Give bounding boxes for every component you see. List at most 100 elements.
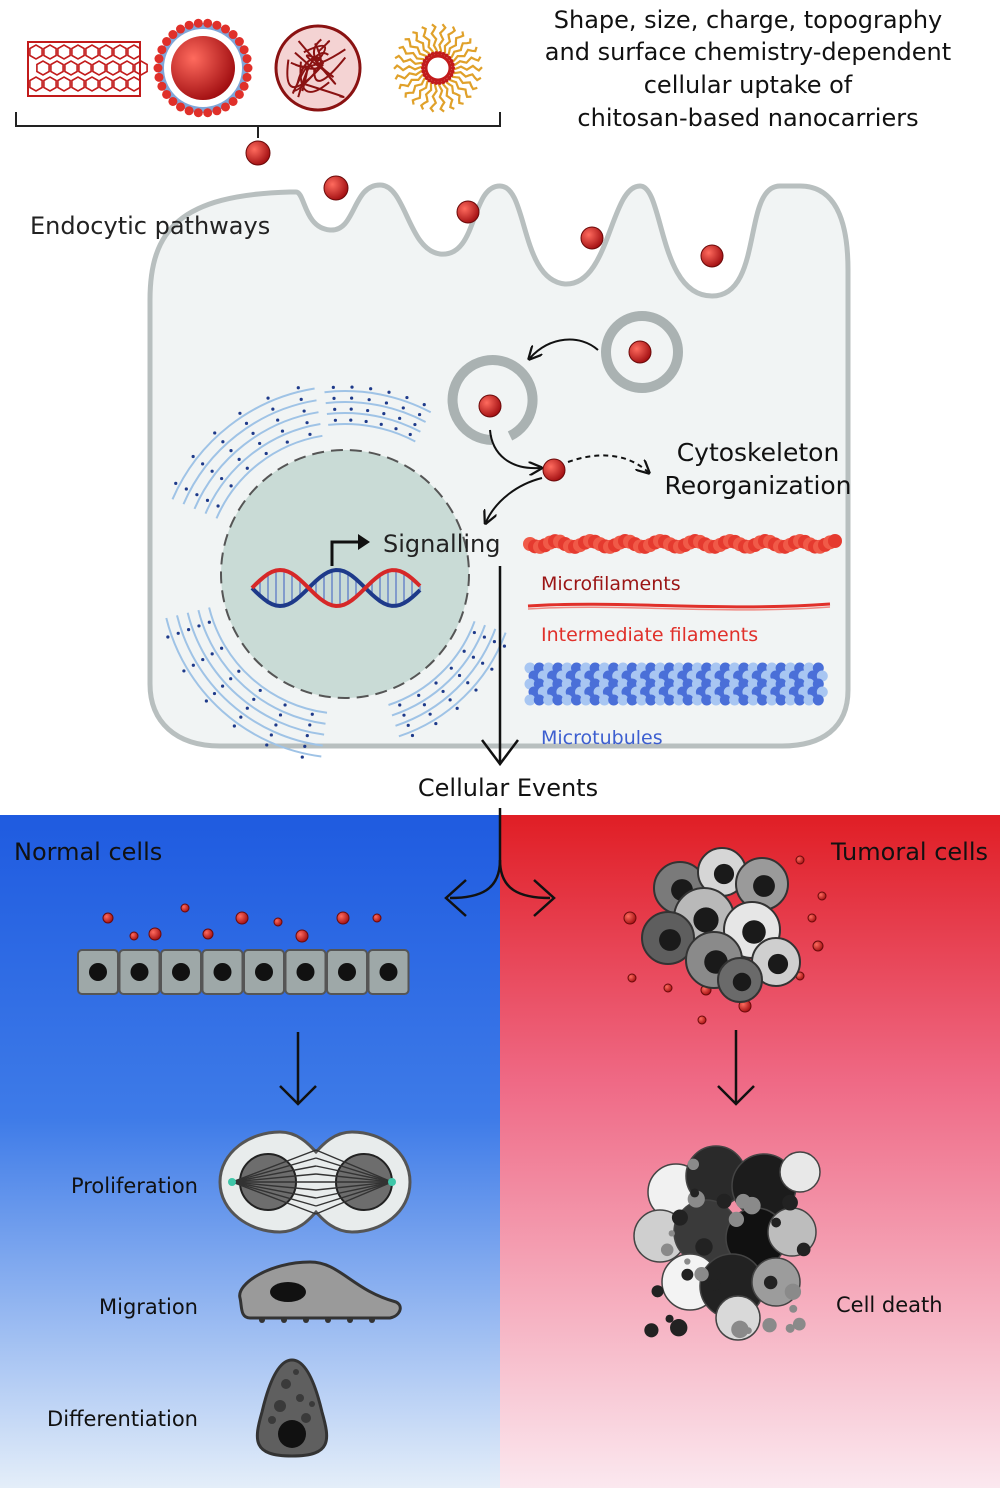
ribosome [283, 703, 287, 707]
nanoparticle [323, 175, 349, 201]
lipid-head [228, 96, 238, 106]
title-line-1: Shape, size, charge, topography [554, 6, 943, 34]
intermediate-filaments-label: Intermediate filaments [541, 624, 758, 646]
focal-adhesion [347, 1317, 353, 1323]
spindle-fiber [231, 1181, 317, 1207]
ribosome [349, 418, 353, 422]
focal-adhesion [303, 1317, 309, 1323]
nanotube-hexagon [71, 44, 85, 60]
micelle-head [437, 80, 442, 85]
lipid-head [234, 89, 244, 99]
ribosome [238, 411, 242, 415]
differentiation-label: Differentiation [47, 1407, 198, 1431]
ribosome [434, 681, 438, 685]
normal-cell-monolayer [77, 949, 410, 995]
granule [293, 1369, 299, 1375]
er-cisterna [398, 632, 507, 738]
epithelial-nucleus [338, 963, 356, 981]
ribosome [265, 743, 269, 747]
er-cisterna [186, 612, 325, 736]
ribosome [245, 466, 249, 470]
nanoparticle [478, 394, 502, 418]
ribosome [174, 481, 178, 485]
ribosome [184, 487, 188, 491]
normal-cells-label: Normal cells [14, 838, 162, 866]
intermediate-filament-strand-2 [527, 606, 831, 611]
micelle-head [444, 78, 449, 83]
nanotube-hexagon [113, 76, 127, 92]
arrowhead-cellular-events [481, 739, 519, 767]
er-cisterna [326, 411, 421, 433]
microfilaments-label: Microfilaments [541, 573, 681, 595]
nanoparticle [202, 928, 214, 940]
ribosome [441, 689, 445, 694]
nanotube-hexagon [127, 44, 141, 60]
surfactant-chain [398, 73, 426, 90]
tubulin-dimer [571, 694, 582, 706]
apoptotic-body [644, 1323, 659, 1338]
micelle-head [450, 69, 455, 74]
ribosome [387, 390, 391, 394]
apoptotic-body [731, 1320, 749, 1339]
nanoparticle [817, 891, 827, 901]
surfactant-chain [421, 26, 435, 55]
lipid-head [228, 30, 238, 40]
micelle-head [447, 75, 452, 80]
ribosome [422, 703, 427, 707]
tumor-nucleus [693, 907, 719, 933]
polymer-chain [286, 59, 324, 89]
apoptotic-body [782, 1194, 798, 1211]
ribosome [350, 396, 354, 400]
spindle-fiber [315, 1149, 393, 1183]
micelle-head [422, 72, 427, 77]
nanoparticle [807, 913, 817, 923]
micelle-head [434, 80, 439, 85]
lipid-head [176, 102, 185, 112]
nanoparticle [627, 973, 637, 983]
tumoral-cells-label: Tumoral cells [830, 838, 988, 866]
ribosome [176, 631, 180, 635]
apoptotic-body [690, 1188, 700, 1198]
apoptotic-body [728, 1211, 745, 1227]
tumor-nucleus [713, 863, 735, 885]
ribosome [455, 706, 459, 710]
branch-arrowhead-tumoral [533, 879, 556, 917]
apoptotic-body [716, 1193, 732, 1209]
er-cisterna [176, 615, 323, 747]
nanotube-hexagon [57, 44, 71, 60]
micelle-head [450, 62, 455, 67]
apoptotic-body [784, 1283, 802, 1300]
spindle-fiber [231, 1157, 317, 1183]
tumor-cluster [641, 847, 801, 1003]
ribosome [492, 640, 497, 644]
granule [296, 1394, 304, 1402]
apoptotic-body [796, 1242, 811, 1257]
spindle-fiber [315, 1165, 393, 1183]
ribosome [502, 644, 507, 648]
branch-arrow-tumoral [498, 859, 551, 900]
surfactant-chain [447, 76, 472, 99]
er-cisterna [182, 399, 317, 505]
surfactant-chain [393, 64, 425, 72]
spindle-fiber [231, 1165, 317, 1183]
ribosome [472, 630, 476, 635]
tubulin-dimer [729, 694, 741, 706]
cell-death-label: Cell death [836, 1293, 943, 1317]
ribosome [448, 698, 452, 702]
ribosome [245, 706, 249, 710]
proliferation-label: Proliferation [71, 1174, 198, 1198]
ribosome [401, 406, 405, 410]
nanoparticle [700, 244, 724, 268]
ribosome [191, 663, 195, 667]
endoplasmic-reticulum [165, 385, 507, 759]
ribosome [280, 429, 285, 433]
nanotube-hexagon [57, 76, 71, 92]
polymer-chain [312, 38, 334, 78]
nanoparticle [795, 855, 805, 865]
surfactant-chain [411, 78, 431, 105]
surfactant-chain [429, 81, 438, 113]
nanoparticle [180, 903, 190, 913]
ribosome [434, 721, 438, 726]
nanotube-hexagon [85, 76, 99, 92]
